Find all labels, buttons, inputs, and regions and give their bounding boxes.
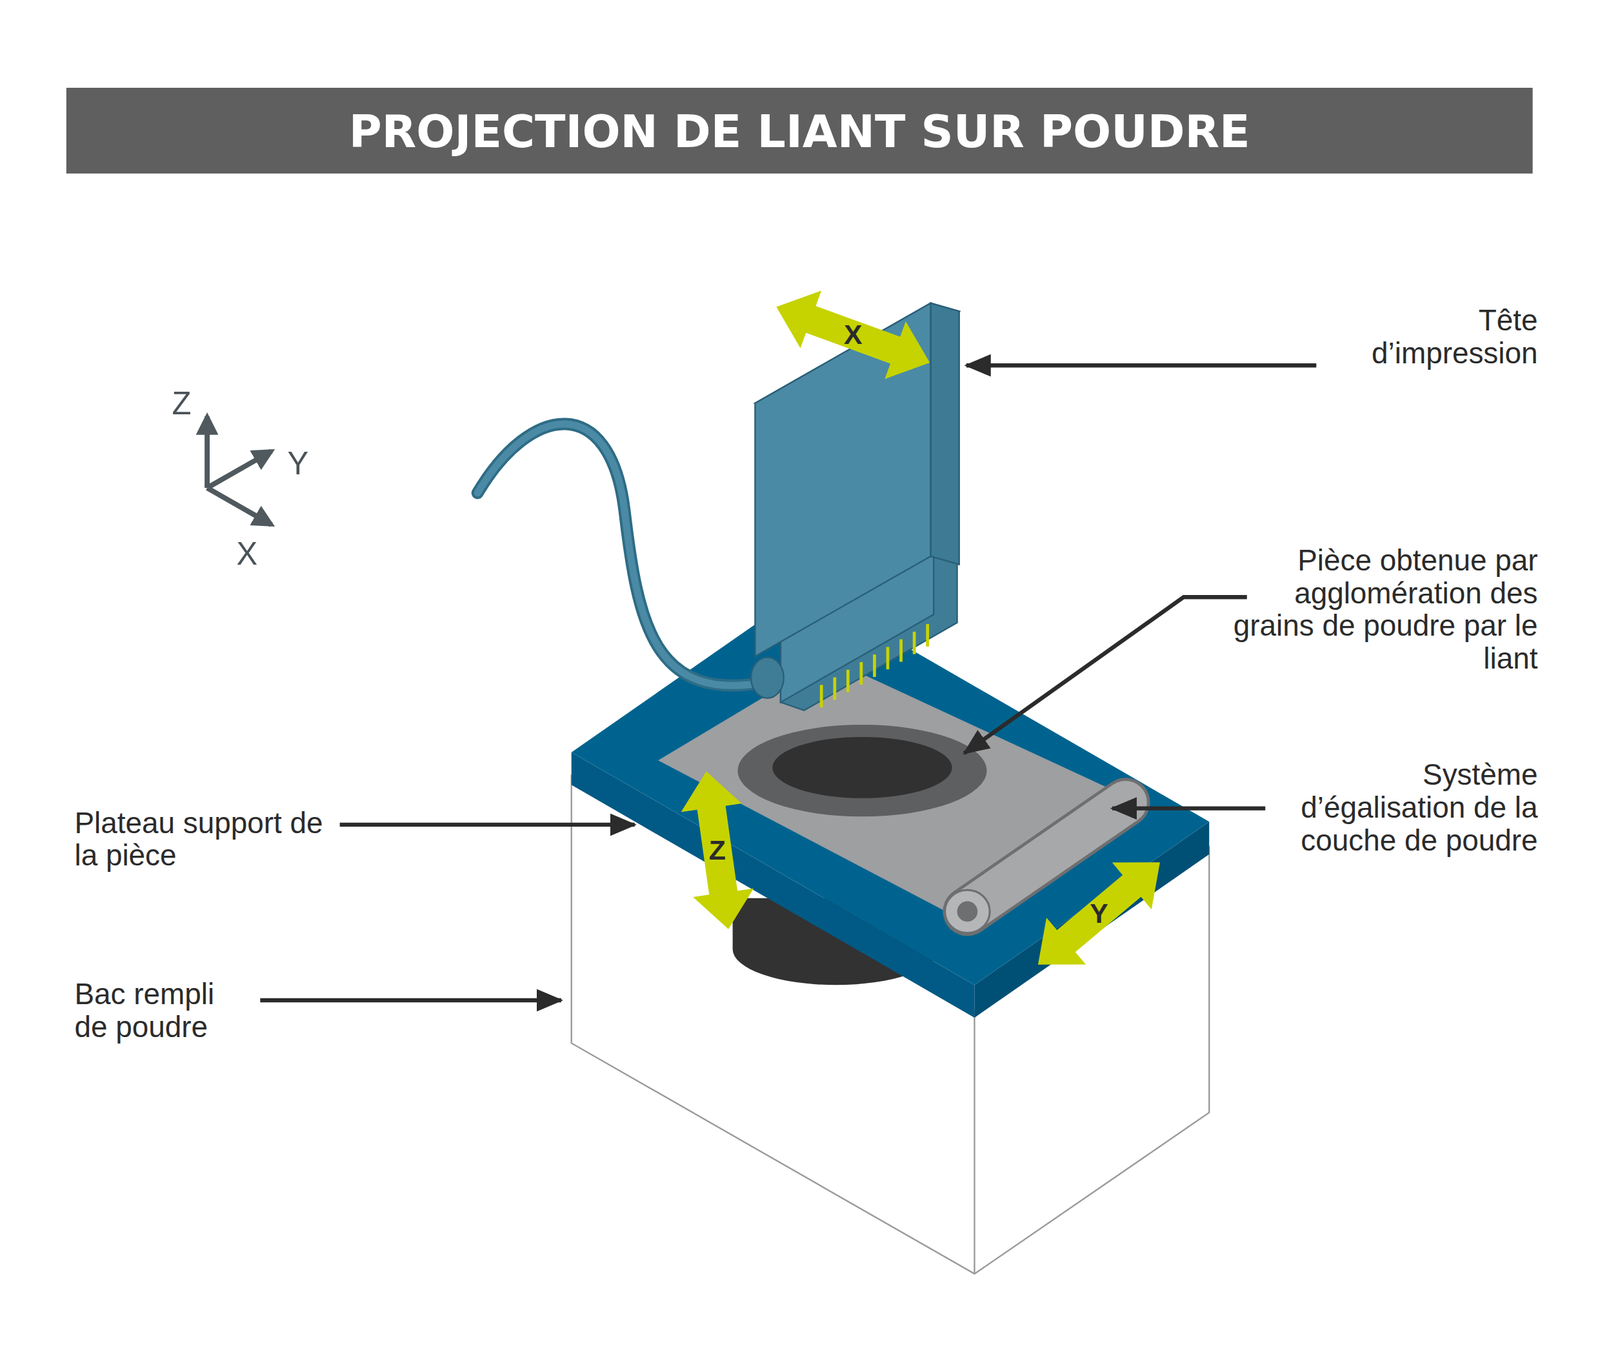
cable xyxy=(477,423,768,686)
axes xyxy=(207,416,272,525)
title: PROJECTION DE LIANT SUR POUDRE xyxy=(349,104,1251,157)
part-label: Bac rempli de poudre xyxy=(74,977,253,1043)
axis-label: Y xyxy=(287,447,309,481)
part-label: Pièce obtenue par agglomération des grai… xyxy=(1231,543,1538,675)
binder-jets xyxy=(821,623,928,708)
part-ring xyxy=(738,724,988,817)
axis-label: Z xyxy=(172,387,192,421)
motion-arrow xyxy=(765,278,940,392)
motion-axis-label: Y xyxy=(1089,898,1108,928)
motion-axis-label: Z xyxy=(709,835,726,864)
leader-lines xyxy=(260,365,1317,1000)
part-hole xyxy=(772,736,952,799)
motion-arrow xyxy=(676,767,759,934)
print-head xyxy=(750,303,960,711)
motion-axis-label: X xyxy=(843,320,862,350)
motion-arrow xyxy=(1018,838,1180,988)
part-label: Tête d’impression xyxy=(1323,303,1538,370)
title-band: PROJECTION DE LIANT SUR POUDRE xyxy=(66,87,1533,174)
part-label: Plateau support de la pièce xyxy=(74,805,335,871)
part-label: Système d’égalisation de la couche de po… xyxy=(1270,758,1538,857)
axis-label: X xyxy=(236,538,258,571)
roller xyxy=(945,801,1126,933)
